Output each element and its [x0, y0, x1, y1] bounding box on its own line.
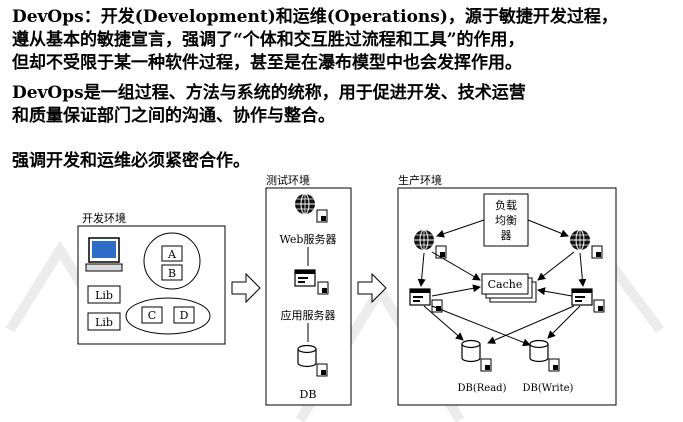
cache-label: Cache — [488, 278, 523, 291]
db-read-page-icon — [480, 358, 492, 372]
text-line: 遵从基本的敏捷宣言，强调了“个体和交互胜过流程和工具”的作用， — [12, 30, 525, 50]
module-a — [161, 245, 183, 262]
module-c — [141, 306, 163, 324]
paragraph-devops-definition: DevOps：开发(Development)和运维(Operations)，源于… — [12, 6, 677, 75]
prod-app-left-page-icon — [431, 299, 443, 313]
prod-web-right-page-icon — [591, 245, 603, 259]
module-c-label: C — [148, 309, 156, 322]
paragraph-devops-summary: DevOps是一组过程、方法与系统的统称，用于促进开发、技术运营 和质量保证部门… — [12, 82, 677, 128]
web-server-globe-icon — [294, 193, 316, 215]
module-group-cd — [125, 297, 211, 335]
text-line: DevOps是一组过程、方法与系统的统称，用于促进开发、技术运营 — [12, 83, 526, 103]
lib-label-2: Lib — [95, 316, 113, 329]
load-balancer-label-2: 均衡 — [495, 214, 517, 227]
text-line: 强调开发和运维必须紧密合作。 — [12, 151, 250, 171]
flow-arrow-test-to-prod — [357, 272, 387, 304]
test-db-cylinder-icon — [297, 344, 317, 368]
module-a-label: A — [167, 248, 177, 261]
db-read-cylinder-icon — [461, 339, 481, 363]
db-read-label: DB(Read) — [458, 383, 507, 394]
db-write-label: DB(Write) — [523, 383, 574, 394]
flow-arrow-dev-to-test — [231, 272, 261, 304]
web-server-label: Web服务器 — [280, 233, 337, 246]
web-server-page-icon — [316, 209, 328, 223]
paragraph-cooperation: 强调开发和运维必须紧密合作。 — [12, 150, 677, 173]
prod-web-left-globe-icon — [413, 229, 435, 251]
text-line: DevOps：开发(Development)和运维(Operations)，源于… — [12, 7, 618, 27]
test-db-label: DB — [300, 388, 317, 401]
db-write-cylinder-icon — [529, 339, 549, 363]
app-server-window-icon — [294, 269, 316, 287]
prod-app-right-page-icon — [593, 299, 605, 313]
module-d — [173, 306, 195, 324]
cache-stack — [481, 273, 537, 303]
module-b-label: B — [168, 267, 176, 280]
module-d-label: D — [180, 309, 189, 322]
load-balancer-label-1: 负载 — [495, 198, 517, 212]
module-b — [161, 264, 183, 281]
db-write-page-icon — [548, 358, 560, 372]
prod-env-title: 生产环境 — [398, 173, 442, 187]
text-line: 但却不受限于某一种软件过程，甚至是在瀑布模型中也会发挥作用。 — [12, 53, 522, 73]
lib-label-1: Lib — [95, 289, 113, 302]
lib-box-1 — [87, 285, 121, 304]
prod-app-left-window-icon — [409, 288, 431, 306]
computer-icon — [85, 237, 123, 272]
lib-box-2 — [87, 312, 121, 331]
prod-app-right-window-icon — [571, 288, 593, 306]
prod-connector-arrows — [417, 219, 587, 347]
app-server-label: 应用服务器 — [281, 308, 336, 322]
prod-web-left-page-icon — [435, 245, 447, 259]
prod-web-right-globe-icon — [569, 229, 591, 251]
text-line: 和质量保证部门之间的沟通、协作与整合。 — [12, 106, 335, 126]
load-balancer-box — [483, 193, 529, 247]
app-server-page-icon — [317, 281, 329, 295]
dev-env-title: 开发环境 — [82, 211, 126, 225]
load-balancer-label-3: 器 — [501, 229, 512, 242]
test-db-page-icon — [316, 363, 328, 377]
test-env-title: 测试环境 — [266, 173, 310, 187]
test-env-box — [265, 187, 352, 406]
